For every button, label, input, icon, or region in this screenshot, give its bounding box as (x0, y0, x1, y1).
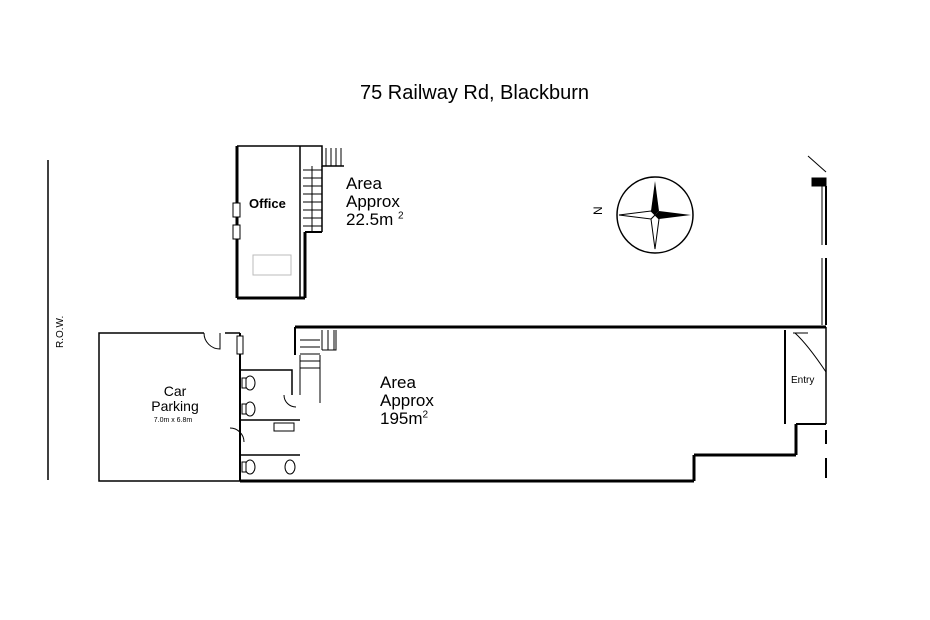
car-parking-label: Car Parking (145, 384, 205, 413)
office-block (232, 145, 344, 300)
main-area-label: Area Approx 195m2 (380, 374, 434, 428)
main-area-unit: 2 (422, 409, 429, 421)
staircase-icon (303, 148, 342, 232)
car-parking-line1: Car (163, 383, 187, 399)
upper-area-value: 22.5m (346, 209, 394, 229)
upper-area-label: Area Approx 22.5m 2 (346, 175, 404, 229)
right-of-way-label: R.O.W. (55, 315, 66, 348)
staircase-icon (300, 330, 337, 369)
service-area (229, 333, 300, 481)
main-area-line3: 195m2 (380, 408, 434, 428)
page-title: 75 Railway Rd, Blackburn (360, 82, 589, 104)
upper-area-line3: 22.5m 2 (346, 209, 404, 229)
main-area-value: 195m (380, 408, 423, 428)
north-label: N (591, 206, 605, 215)
car-parking-outline (98, 332, 240, 482)
entry-label: Entry (791, 375, 815, 386)
upper-area-unit: 2 (397, 210, 404, 222)
main-area-line2: Approx (380, 390, 434, 410)
right-boundary (807, 155, 827, 478)
office-label: Office (249, 196, 286, 211)
upper-area-line2: Approx (346, 191, 400, 211)
car-parking-line2: Parking (151, 397, 199, 414)
main-area-line1: Area (380, 373, 416, 392)
car-parking-dimensions: 7.0m x 6.8m (153, 417, 193, 424)
main-area-outline (240, 325, 827, 483)
upper-area-line1: Area (346, 174, 382, 193)
compass-rose-icon (616, 176, 694, 254)
toilet-icon (241, 375, 296, 475)
